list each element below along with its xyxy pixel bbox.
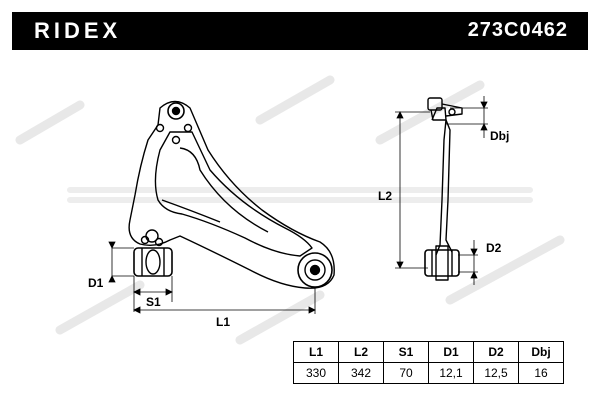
watermark <box>15 75 565 345</box>
specs-header-cell: S1 <box>383 341 429 363</box>
specs-header-cell: L1 <box>293 341 339 363</box>
dim-label-d2: D2 <box>486 241 502 255</box>
specs-value-cell: 12,5 <box>473 362 519 384</box>
specs-value-row: 330 342 70 12,1 12,5 16 <box>293 362 564 384</box>
specs-value-cell: 70 <box>383 362 429 384</box>
specs-table: L1 L2 S1 D1 D2 Dbj 330 342 70 12,1 12,5 … <box>293 341 564 384</box>
specs-header-cell: D2 <box>473 341 519 363</box>
header-bar: RIDEX 273C0462 <box>12 12 588 50</box>
dim-label-d1: D1 <box>88 276 104 290</box>
control-arm-front-view <box>128 100 335 289</box>
brand-logo: RIDEX <box>34 18 122 43</box>
specs-value-cell: 12,1 <box>428 362 474 384</box>
dim-label-dbj: Dbj <box>490 129 509 143</box>
dim-label-l2: L2 <box>378 189 392 203</box>
specs-header-cell: D1 <box>428 341 474 363</box>
part-number: 273C0462 <box>467 19 568 41</box>
control-arm-side-view <box>424 97 463 281</box>
specs-value-cell: 330 <box>293 362 339 384</box>
specs-value-cell: 342 <box>338 362 384 384</box>
dim-label-l1: L1 <box>216 315 230 329</box>
specs-value-cell: 16 <box>518 362 564 384</box>
specs-header-row: L1 L2 S1 D1 D2 Dbj <box>293 341 564 363</box>
specs-header-cell: Dbj <box>518 341 564 363</box>
dimension-lines <box>108 96 488 314</box>
specs-header-cell: L2 <box>338 341 384 363</box>
dim-label-s1: S1 <box>146 295 161 309</box>
